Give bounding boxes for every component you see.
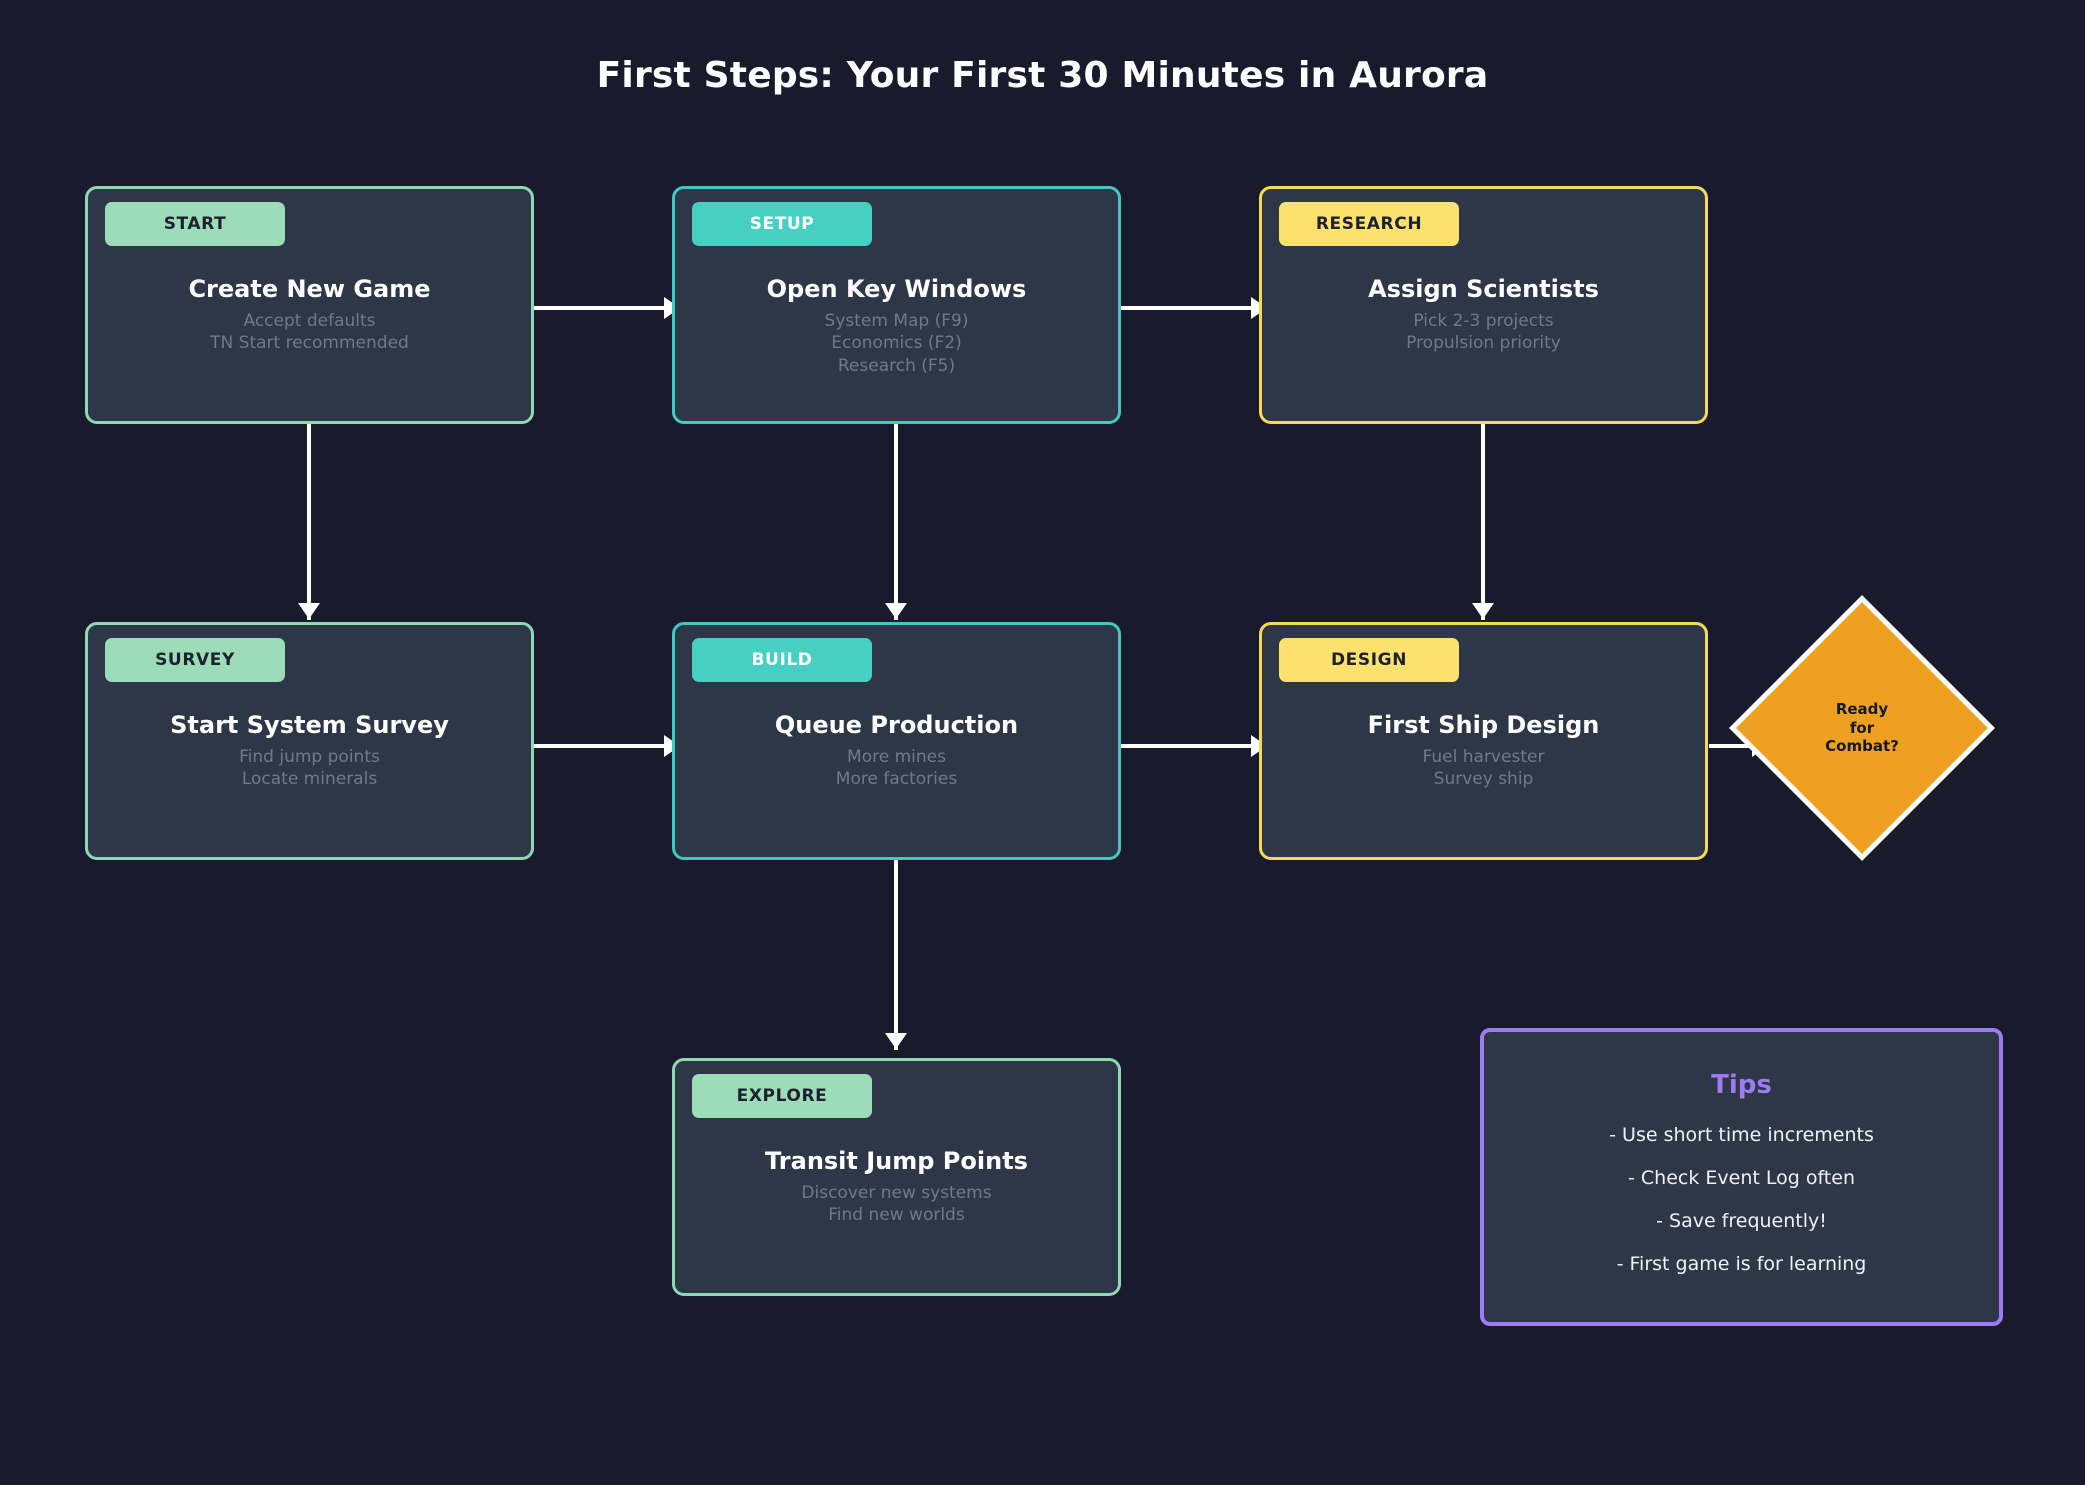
tip-item-2: - Check Event Log often: [1628, 1167, 1855, 1189]
node-subtitle-create-new-game: Accept defaults TN Start recommended: [210, 310, 409, 354]
node-badge-build: BUILD: [692, 638, 872, 682]
node-subtitle-open-key-windows: System Map (F9) Economics (F2) Research …: [824, 310, 969, 376]
node-title-first-ship-design: First Ship Design: [1367, 710, 1600, 739]
node-badge-setup: SETUP: [692, 202, 872, 246]
node-title-start-system-survey: Start System Survey: [170, 710, 449, 739]
arrow-head-start-to-survey: [298, 603, 320, 619]
connector-setup-to-research: [1121, 306, 1256, 310]
flow-node-create-new-game[interactable]: START Create New Game Accept defaults TN…: [85, 186, 534, 424]
node-title-transit-jump-points: Transit Jump Points: [765, 1146, 1028, 1175]
connector-setup-to-build: [894, 424, 898, 620]
connector-build-to-design: [1121, 744, 1256, 748]
node-subtitle-start-system-survey: Find jump points Locate minerals: [239, 746, 380, 790]
decision-label: Ready for Combat?: [1825, 699, 1899, 756]
node-badge-research: RESEARCH: [1279, 202, 1459, 246]
arrow-head-build-to-explore: [885, 1033, 907, 1049]
node-title-create-new-game: Create New Game: [188, 274, 431, 303]
node-title-open-key-windows: Open Key Windows: [766, 274, 1027, 303]
arrow-head-setup-to-build: [885, 603, 907, 619]
connector-survey-to-build: [534, 744, 669, 748]
flow-node-first-ship-design[interactable]: DESIGN First Ship Design Fuel harvester …: [1259, 622, 1708, 860]
node-title-queue-production: Queue Production: [774, 710, 1019, 739]
flow-node-transit-jump-points[interactable]: EXPLORE Transit Jump Points Discover new…: [672, 1058, 1121, 1296]
flow-node-start-system-survey[interactable]: SURVEY Start System Survey Find jump poi…: [85, 622, 534, 860]
node-title-assign-scientists: Assign Scientists: [1368, 274, 1599, 303]
tips-panel: Tips - Use short time increments - Check…: [1480, 1028, 2003, 1326]
node-badge-survey: SURVEY: [105, 638, 285, 682]
node-subtitle-transit-jump-points: Discover new systems Find new worlds: [801, 1182, 992, 1226]
arrow-head-research-to-design: [1472, 603, 1494, 619]
tip-item-3: - Save frequently!: [1656, 1210, 1827, 1232]
connector-design-to-decision: [1709, 744, 1763, 748]
connector-start-to-setup: [534, 306, 669, 310]
tips-heading: Tips: [1711, 1070, 1772, 1100]
tip-item-4: - First game is for learning: [1616, 1253, 1867, 1275]
flow-node-open-key-windows[interactable]: SETUP Open Key Windows System Map (F9) E…: [672, 186, 1121, 424]
decision-node-ready-for-combat[interactable]: Ready for Combat?: [1729, 595, 1995, 861]
flow-node-queue-production[interactable]: BUILD Queue Production More mines More f…: [672, 622, 1121, 860]
node-badge-design: DESIGN: [1279, 638, 1459, 682]
node-subtitle-assign-scientists: Pick 2-3 projects Propulsion priority: [1406, 310, 1561, 354]
node-subtitle-queue-production: More mines More factories: [835, 746, 958, 790]
connector-research-to-design: [1481, 424, 1485, 620]
connector-build-to-explore: [894, 860, 898, 1050]
node-subtitle-first-ship-design: Fuel harvester Survey ship: [1422, 746, 1545, 790]
page-title: First Steps: Your First 30 Minutes in Au…: [596, 55, 1489, 96]
node-badge-start: START: [105, 202, 285, 246]
flow-node-assign-scientists[interactable]: RESEARCH Assign Scientists Pick 2-3 proj…: [1259, 186, 1708, 424]
tip-item-1: - Use short time increments: [1609, 1124, 1874, 1146]
node-badge-explore: EXPLORE: [692, 1074, 872, 1118]
tips-list: - Use short time increments - Check Even…: [1484, 1124, 1999, 1275]
connector-start-to-survey: [307, 424, 311, 620]
